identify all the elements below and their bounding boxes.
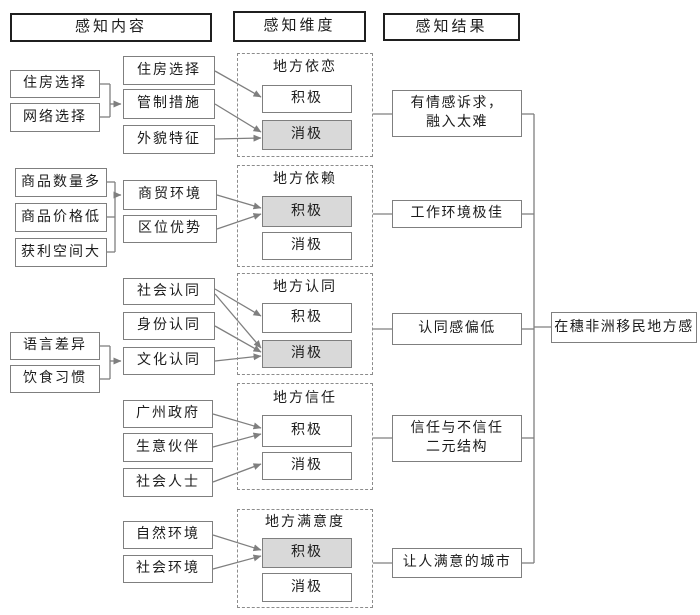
g5-mid-natural-environment: 自然环境 [123, 521, 213, 549]
g3-mid-status-identity: 身份认同 [123, 312, 215, 340]
g5-negative-box: 消极 [262, 573, 352, 602]
g2-negative-box: 消极 [262, 232, 352, 260]
result-line: 融入太难 [426, 114, 488, 130]
g2-dimension-place-dependence [237, 165, 373, 267]
g2-positive-box: 积极 [262, 196, 352, 227]
g3-mid-cultural-identity: 文化认同 [123, 347, 215, 375]
g2-mid-location-advantage: 区位优势 [123, 215, 217, 243]
g1-result-box: 有情感诉求， 融入太难 [392, 90, 522, 137]
g2-dimension-title: 地方依赖 [273, 172, 337, 187]
g3-left-diet-habits: 饮食习惯 [10, 365, 100, 393]
g5-positive-box: 积极 [262, 538, 352, 568]
g1-left-network-choice: 网络选择 [10, 103, 100, 132]
g2-mid-trade-environment: 商贸环境 [123, 180, 217, 210]
header-perception-content: 感知内容 [10, 13, 212, 42]
g1-mid-control-measures: 管制措施 [123, 89, 215, 119]
g2-left-profit-margin: 获利空间大 [15, 238, 107, 267]
result-line: 工作环境极佳 [410, 205, 504, 221]
g5-dimension-place-satisfaction [237, 509, 373, 608]
g3-negative-box: 消极 [262, 340, 352, 368]
g1-positive-box: 积极 [262, 85, 352, 113]
g4-dimension-title: 地方信任 [273, 391, 337, 406]
g5-dimension-title: 地方满意度 [265, 515, 345, 530]
result-line: 让人满意的城市 [402, 554, 512, 570]
g2-left-product-quantity: 商品数量多 [15, 168, 107, 197]
g1-mid-appearance-features: 外貌特征 [123, 125, 215, 154]
g5-result-box: 让人满意的城市 [392, 548, 522, 578]
g3-mid-social-identity: 社会认同 [123, 278, 215, 305]
header-perception-result: 感知结果 [383, 13, 520, 41]
g4-negative-box: 消极 [262, 452, 352, 480]
g4-mid-business-partners: 生意伙伴 [123, 433, 213, 462]
g3-left-language-difference: 语言差异 [10, 332, 100, 360]
g4-positive-box: 积极 [262, 415, 352, 447]
header-perception-dimension: 感知维度 [233, 11, 366, 42]
g3-dimension-title: 地方认同 [273, 280, 337, 295]
final-place-sense-box: 在穗非洲移民地方感 [551, 312, 697, 343]
g1-left-housing-choice: 住房选择 [10, 70, 100, 98]
g4-mid-community-members: 社会人士 [123, 468, 213, 497]
g1-negative-box: 消极 [262, 120, 352, 150]
g4-dimension-place-trust [237, 383, 373, 490]
result-line: 信任与不信任 [410, 420, 504, 436]
g4-result-box: 信任与不信任 二元结构 [392, 415, 522, 462]
g2-result-box: 工作环境极佳 [392, 200, 522, 228]
g1-dimension-title: 地方依恋 [273, 60, 337, 75]
result-line: 二元结构 [426, 439, 488, 455]
result-line: 有情感诉求， [410, 95, 504, 111]
g2-left-product-price: 商品价格低 [15, 203, 107, 232]
g3-positive-box: 积极 [262, 303, 352, 333]
g1-mid-housing-choice: 住房选择 [123, 56, 215, 85]
g5-mid-social-environment: 社会环境 [123, 555, 213, 583]
g1-dimension-place-attachment [237, 53, 373, 157]
g3-dimension-place-identity [237, 273, 373, 375]
g3-result-box: 认同感偏低 [392, 313, 522, 345]
g4-mid-guangzhou-government: 广州政府 [123, 400, 213, 428]
result-line: 认同感偏低 [418, 320, 496, 336]
